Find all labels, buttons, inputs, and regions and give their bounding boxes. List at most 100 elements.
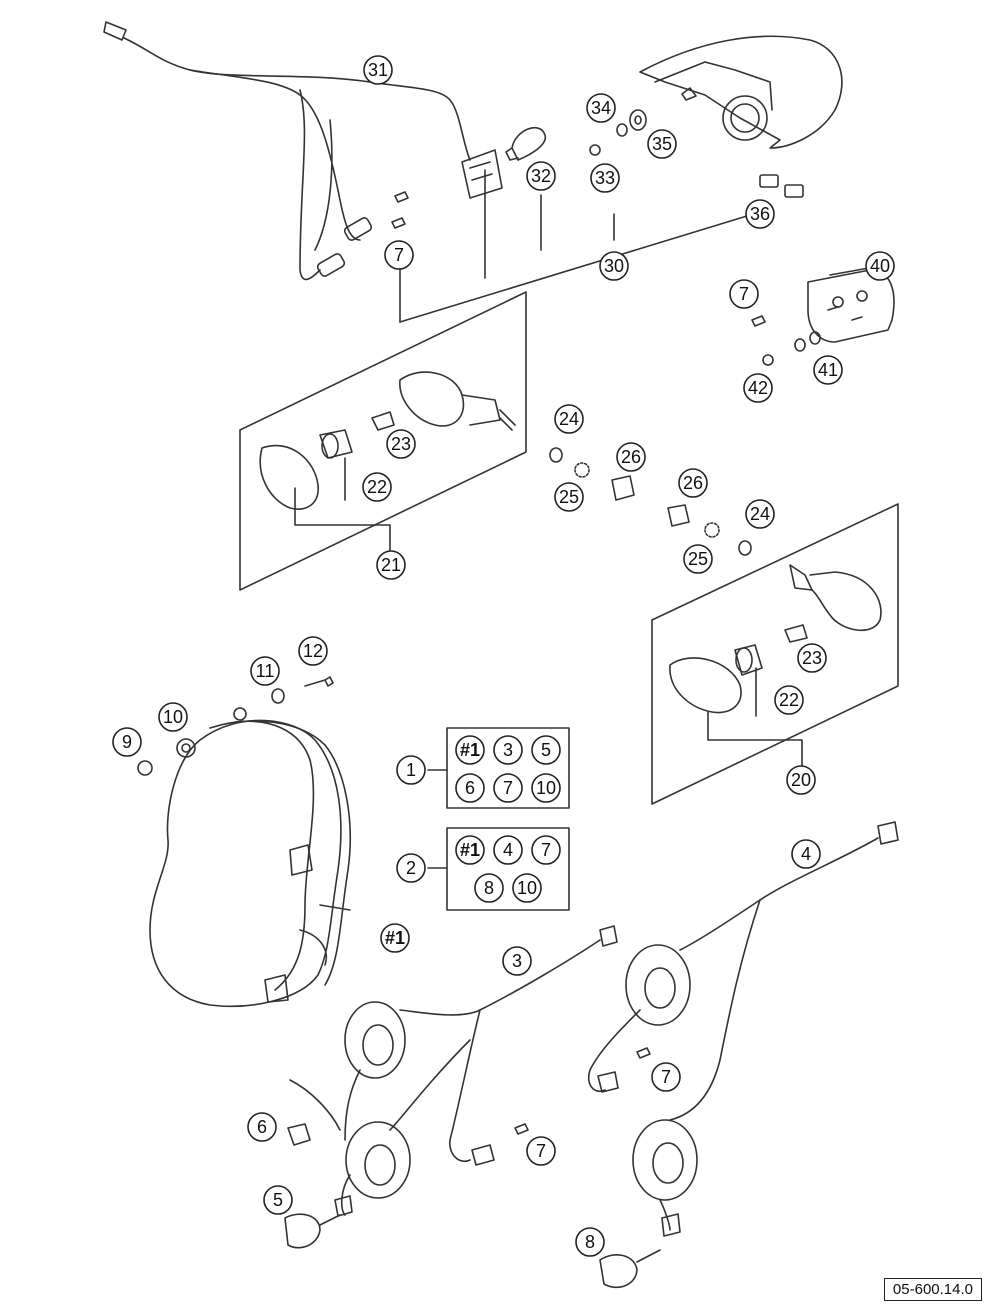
kit-1-item: #1 [455, 735, 485, 765]
callout-chash: #1 [380, 923, 410, 953]
svg-text:20: 20 [791, 770, 811, 790]
kit-1-item: 5 [531, 735, 561, 765]
lens-20 [669, 657, 742, 714]
svg-text:6: 6 [465, 778, 475, 798]
svg-text:41: 41 [818, 360, 838, 380]
svg-text:3: 3 [512, 951, 522, 971]
svg-text:21: 21 [381, 555, 401, 575]
svg-text:1: 1 [406, 760, 416, 780]
callout-c24a: 24 [554, 404, 584, 434]
svg-text:4: 4 [503, 840, 513, 860]
bulb-5-h4 [284, 1213, 341, 1249]
kit-1-item: 7 [493, 773, 523, 803]
bulb-7-plate [751, 315, 766, 327]
kit-2-item: 4 [493, 835, 523, 865]
callout-c25a: 25 [554, 482, 584, 512]
drawing-code: 05-600.14.0 [883, 1278, 982, 1301]
svg-text:10: 10 [163, 707, 183, 727]
svg-text:24: 24 [750, 504, 770, 524]
callout-c5: 5 [263, 1185, 293, 1215]
tail-light-housing [639, 35, 843, 149]
callout-c32: 32 [526, 161, 556, 191]
svg-text:22: 22 [367, 477, 387, 497]
screw-12 [304, 676, 334, 687]
turn-signal-20 [789, 564, 882, 632]
svg-text:42: 42 [748, 378, 768, 398]
callout-c3: 3 [502, 946, 532, 976]
svg-text:24: 24 [559, 409, 579, 429]
tail-light-wiring-harness [103, 21, 471, 281]
kit-2-item: 7 [531, 835, 561, 865]
bulb-8-h4 [599, 1249, 661, 1289]
svg-text:35: 35 [652, 134, 672, 154]
callout-c7d: 7 [526, 1136, 556, 1166]
washer-24b [738, 540, 752, 556]
callout-c31: 31 [363, 55, 393, 85]
svg-text:7: 7 [536, 1141, 546, 1161]
screw-9 [137, 760, 153, 776]
callout-c2: 2 [396, 853, 426, 883]
lockwasher-25a [574, 462, 590, 478]
callout-c11: 11 [250, 656, 280, 686]
svg-text:7: 7 [541, 840, 551, 860]
kit-2-box [446, 827, 570, 911]
svg-text:11: 11 [256, 661, 275, 681]
leader-20 [707, 711, 803, 769]
bulb-6 [287, 1123, 311, 1146]
lockwasher-25b [704, 522, 720, 538]
callout-c40: 40 [865, 251, 895, 281]
callout-c21: 21 [376, 550, 406, 580]
washer-34 [616, 123, 628, 137]
svg-text:23: 23 [391, 434, 411, 454]
washer-11 [271, 688, 285, 704]
group-20-frame [651, 503, 899, 805]
svg-text:34: 34 [591, 98, 611, 118]
headlight-assembly [149, 707, 351, 1008]
kit-1-box [446, 727, 570, 809]
svg-text:3: 3 [503, 740, 513, 760]
svg-text:7: 7 [661, 1067, 671, 1087]
callout-c25b: 25 [683, 544, 713, 574]
svg-text:7: 7 [394, 245, 404, 265]
svg-text:2: 2 [406, 858, 416, 878]
svg-text:40: 40 [870, 256, 890, 276]
svg-text:8: 8 [585, 1232, 595, 1252]
svg-text:7: 7 [739, 284, 749, 304]
callout-c9: 9 [112, 727, 142, 757]
bulb-23a [371, 411, 395, 431]
callout-c8: 8 [575, 1227, 605, 1257]
svg-text:7: 7 [503, 778, 513, 798]
svg-text:36: 36 [750, 204, 770, 224]
nut-33 [589, 144, 601, 156]
callout-c6: 6 [247, 1112, 277, 1142]
callout-c22b: 22 [774, 685, 804, 715]
callout-c12: 12 [298, 636, 328, 666]
callout-c33: 33 [590, 163, 620, 193]
svg-text:26: 26 [683, 473, 703, 493]
callout-c10: 10 [158, 702, 188, 732]
nut-26b [667, 504, 690, 527]
svg-text:32: 32 [531, 166, 551, 186]
callout-c1: 1 [396, 755, 426, 785]
callout-c26a: 26 [616, 442, 646, 472]
turn-signal-21 [399, 371, 516, 431]
callout-c4: 4 [791, 839, 821, 869]
callout-c35: 35 [647, 129, 677, 159]
group-21-frame [239, 291, 527, 591]
svg-text:22: 22 [779, 690, 799, 710]
callout-c7c: 7 [651, 1062, 681, 1092]
svg-text:#1: #1 [460, 840, 480, 860]
nut-26a [611, 475, 635, 501]
kit-1-item: 3 [493, 735, 523, 765]
nut-42 [762, 354, 774, 366]
kit-1-item: 6 [455, 773, 485, 803]
svg-text:10: 10 [536, 778, 556, 798]
svg-text:31: 31 [368, 60, 388, 80]
rubber-pads-36 [759, 174, 804, 198]
svg-text:9: 9 [122, 732, 132, 752]
svg-text:4: 4 [801, 844, 811, 864]
rubber-22b [734, 644, 763, 676]
washers-41 [794, 331, 821, 352]
